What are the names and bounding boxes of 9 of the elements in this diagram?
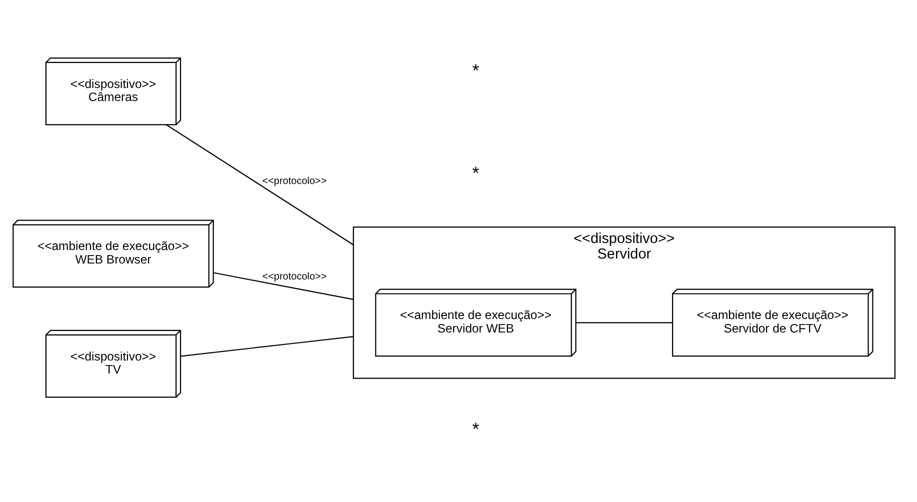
connector (180, 335, 354, 356)
label: * (472, 418, 480, 438)
label: * (472, 162, 480, 182)
connector (214, 272, 354, 300)
edge-label: <<protocolo>> (262, 271, 327, 282)
edge-label: <<protocolo>> (262, 175, 327, 186)
connector (576, 322, 672, 323)
label: * (472, 60, 480, 80)
connector (166, 124, 354, 245)
